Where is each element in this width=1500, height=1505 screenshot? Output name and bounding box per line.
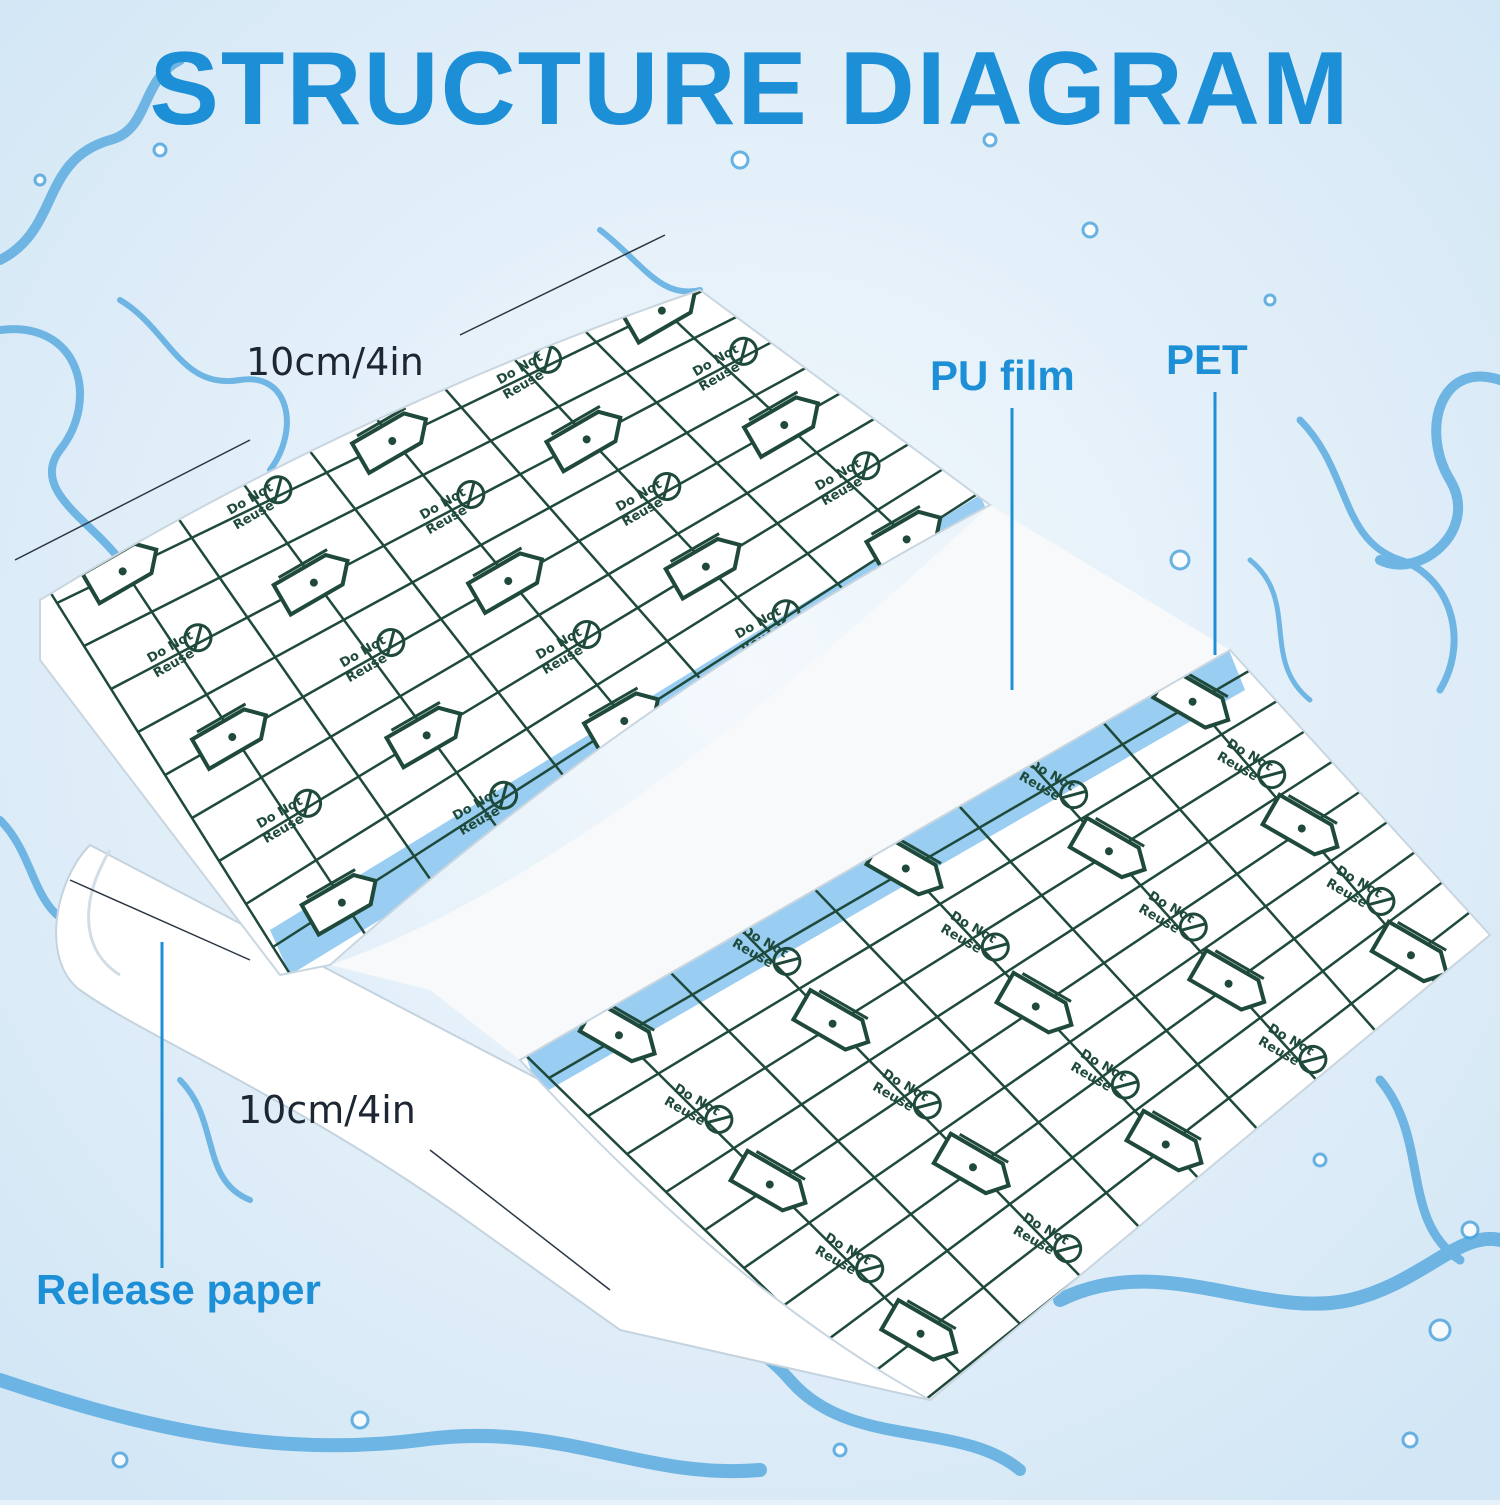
pet-label: PET (1166, 336, 1248, 383)
dimension-lines (14, 234, 666, 1291)
grid-line (83, 302, 763, 648)
dimension-bottom-label: 10cm/4in (238, 1088, 416, 1132)
peel-tab-icon (741, 390, 821, 460)
peel-tab-icon (543, 405, 623, 474)
leader-lines (160, 392, 1217, 1268)
grid-line (782, 845, 1423, 1308)
peel-tab-icon (189, 702, 269, 772)
peel-tab-icon (662, 532, 742, 602)
grid-line (191, 410, 887, 820)
grid-line (137, 356, 825, 734)
grid-line (626, 721, 1319, 1156)
peel-tab-icon (383, 701, 463, 770)
pu-film-label: PU film (930, 352, 1075, 399)
grid-line (743, 814, 1397, 1270)
peel-tab-icon (270, 548, 350, 618)
peel-tab-icon (1369, 918, 1450, 984)
grid-line (587, 690, 1293, 1118)
grid-line (245, 464, 949, 906)
peel-tab-icon (1186, 947, 1267, 1012)
peel-tab-icon (1123, 1108, 1204, 1173)
peel-tab-icon (1067, 814, 1148, 880)
peel-tab-icon (727, 1148, 808, 1213)
peel-tab-icon (790, 987, 871, 1052)
grid-line (110, 329, 794, 691)
peel-tab-icon (465, 546, 545, 616)
peel-tab-icon (931, 1130, 1012, 1196)
grid-line (665, 752, 1345, 1194)
peel-tab-icon (349, 406, 429, 476)
peel-tab-icon (878, 1297, 959, 1362)
dimension-top-label: 10cm/4in (246, 340, 424, 384)
peel-tab-icon (993, 970, 1074, 1035)
page-title: STRUCTURE DIAGRAM (149, 31, 1351, 147)
release-paper-label: Release paper (36, 1266, 321, 1313)
peel-tab-icon (298, 868, 378, 938)
grid-line (218, 437, 918, 863)
peel-tab-icon (1259, 792, 1340, 857)
grid-line (821, 876, 1449, 1346)
